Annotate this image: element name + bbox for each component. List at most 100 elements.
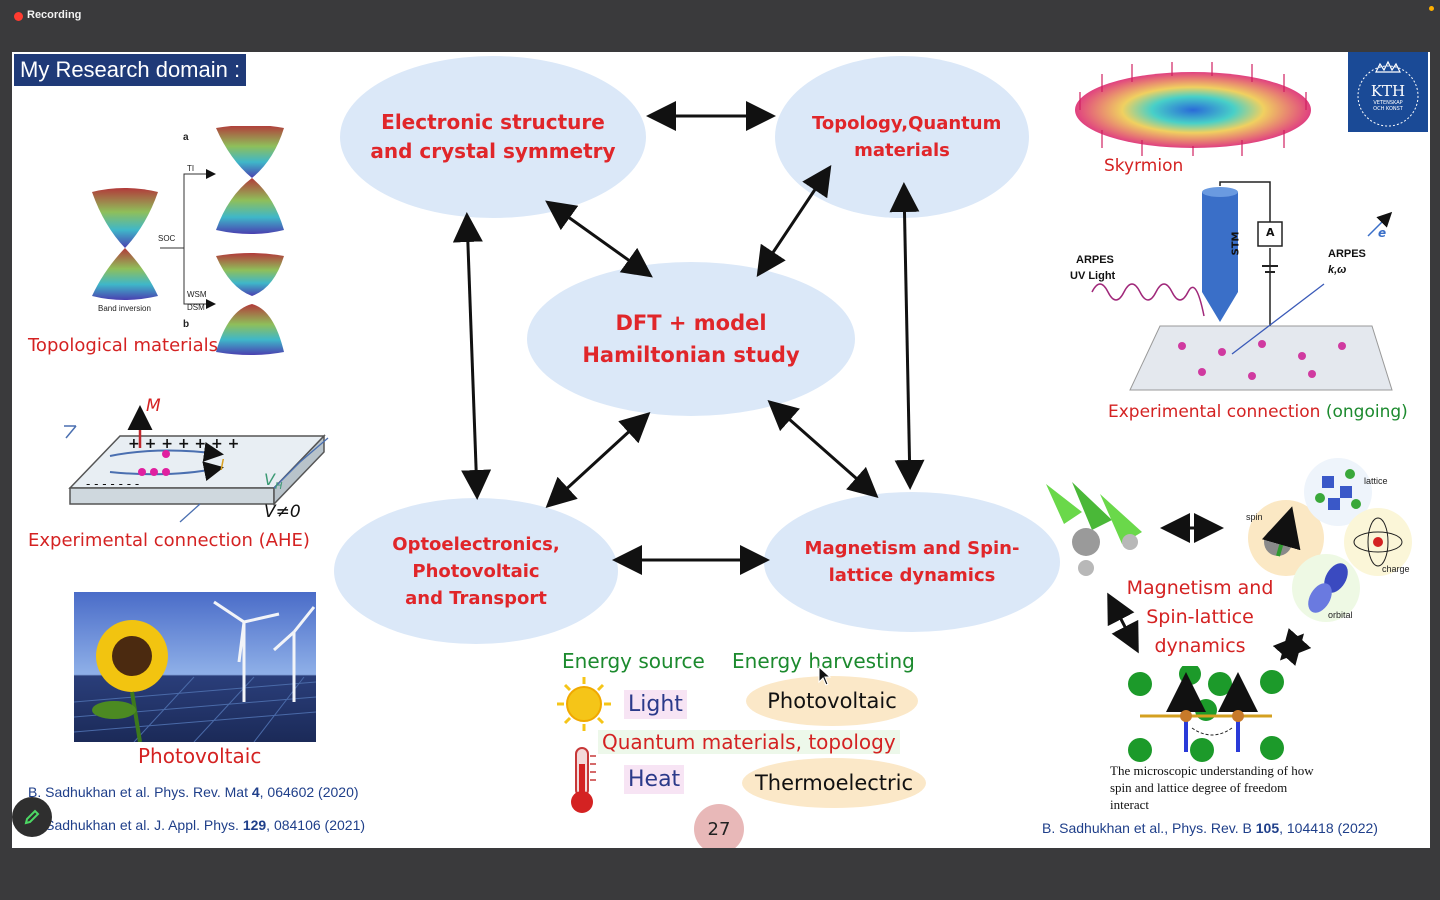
kth-crown-icon (1357, 60, 1419, 127)
sunflower-wind-turbine-icon (74, 600, 316, 742)
spin-lattice-molecule-icon (1046, 482, 1142, 576)
charge-label: charge (1382, 564, 1410, 574)
ellipse-magnetism-label: Magnetism and Spin-lattice dynamics (804, 538, 1020, 586)
ellipse-dft: DFT + model Hamiltonian study (527, 262, 855, 416)
reference-3-prefix: B. Sadhukhan et al., Phys. Rev. B (1042, 820, 1256, 836)
band-label-ti: TI (187, 164, 195, 173)
reference-1-volume: 4 (251, 784, 260, 800)
stm-arpes-figure (1091, 181, 1393, 391)
annotate-pencil-button[interactable] (12, 797, 52, 837)
ellipse-magnetism: Magnetism and Spin-lattice dynamics (764, 492, 1060, 632)
photovoltaic-pill-label: Photovoltaic (767, 689, 897, 713)
band-label-b: b (183, 319, 190, 330)
band-label-soc: SOC (158, 234, 176, 243)
arrow-topology-magnetism (889, 182, 925, 490)
orbital-label: orbital (1328, 610, 1353, 620)
stm-label: STM (1230, 231, 1242, 256)
experimental-caption-ongoing: (ongoing) (1325, 402, 1408, 422)
arrow-electronic-opto (452, 212, 492, 500)
band-label-inversion: Band inversion (98, 304, 151, 313)
bottom-bar (0, 848, 1440, 900)
arrow-topology-dft (756, 165, 832, 277)
ellipse-electronic-label: Electronic structure and crystal symmetr… (370, 110, 616, 163)
magnetism-spin-lattice-caption: Magnetism and Spin-lattice dynamics (1126, 577, 1274, 657)
heat-label: Heat (624, 765, 685, 794)
electron-label: e (1378, 226, 1387, 240)
thermoelectric-pill: Thermoelectric (742, 758, 926, 808)
thermometer-icon (571, 747, 596, 813)
arpes-k-label-1: ARPES (1328, 248, 1366, 260)
photovoltaic-pill: Photovoltaic (746, 676, 918, 726)
reference-2: B. Sadhukhan et al. J. Appl. Phys. 129, … (28, 817, 365, 833)
recording-bar: Recording (0, 0, 1440, 34)
kth-logo-text: KTH (1370, 82, 1406, 100)
spin-charge-orbital-lattice-icon (1248, 458, 1412, 622)
light-label: Light (624, 690, 687, 719)
topological-materials-caption: Topological materials (28, 335, 218, 356)
spin-label: spin (1246, 512, 1263, 522)
page-number: 27 (694, 804, 744, 848)
microscopic-caption: The microscopic understanding of how spi… (1110, 763, 1314, 812)
skyrmion-figure (1075, 62, 1311, 156)
photovoltaic-caption: Photovoltaic (138, 744, 262, 768)
spin-lattice-crystal-icon (1128, 666, 1284, 762)
reference-1-prefix: B. Sadhukhan et al. Phys. Rev. Mat (28, 784, 252, 800)
svg-text:- - - - - - -: - - - - - - - (86, 477, 139, 491)
kth-logo: KTH VETENSKAP OCH KONST (1348, 52, 1428, 132)
arrow-dft-magnetism (767, 400, 879, 498)
arpes-k-label-2: k,ω (1328, 264, 1347, 276)
sun-icon (557, 677, 611, 731)
ahe-label-m: M (146, 396, 161, 416)
skyrmion-caption: Skyrmion (1104, 156, 1184, 176)
reference-3: B. Sadhukhan et al., Phys. Rev. B 105, 1… (1042, 820, 1378, 836)
status-dot-icon (1429, 6, 1434, 11)
arpes-uv-label-1: ARPES (1076, 254, 1114, 266)
ti-cone-icon (216, 126, 284, 178)
ahe-caption: Experimental connection (AHE) (28, 530, 310, 551)
energy-harvesting-heading: Energy harvesting (732, 649, 915, 673)
mouse-cursor-icon (818, 666, 832, 686)
recording-label: Recording (27, 9, 82, 21)
ahe-label-v-neq: V≠0 (264, 502, 301, 522)
ahe-label-vh: VH (264, 470, 282, 492)
ellipse-optoelectronics: Optoelectronics, Photovoltaic and Transp… (334, 498, 618, 644)
energy-source-heading: Energy source (562, 649, 705, 673)
reference-3-volume: 105 (1255, 820, 1280, 836)
band-label-a: a (183, 132, 189, 143)
reference-3-suffix: , 104418 (2022) (1279, 820, 1378, 836)
pencil-icon (24, 809, 40, 825)
presentation-slide: My Research domain : KTH VETENSKAP OCH K… (12, 52, 1430, 848)
ahe-device-figure: + + + + + + + - - - - - - - (64, 405, 329, 523)
ellipse-topology-label: Topology,Quantum materials (812, 113, 1002, 161)
kth-logo-subtitle-2: OCH KONST (1373, 106, 1403, 112)
reference-2-suffix: , 084106 (2021) (266, 817, 366, 833)
electron-emission-arrow-icon (1367, 211, 1393, 237)
arrow-orbital-micro (1272, 628, 1312, 666)
band-label-wsm: WSM (187, 290, 207, 299)
recording-indicator-icon (14, 12, 23, 21)
ahe-label-i: I (220, 456, 225, 474)
connector-arrows (452, 101, 1312, 666)
reference-1-suffix: , 064602 (2020) (259, 784, 359, 800)
ahe-vh-subscript: H (274, 481, 283, 493)
ahe-vh-text: V (264, 470, 275, 489)
page-number-label: 27 (707, 818, 731, 840)
arrow-dft-opto (545, 411, 651, 509)
svg-text:+ + + + + + +: + + + + + + + (128, 436, 239, 452)
photovoltaic-photo (74, 592, 316, 742)
kth-logo-subtitle-1: VETENSKAP (1373, 100, 1403, 106)
ammeter-label: A (1266, 226, 1275, 239)
reference-1: B. Sadhukhan et al. Phys. Rev. Mat 4, 06… (28, 784, 359, 800)
experimental-caption-main: Experimental connection (1108, 402, 1326, 422)
band-structure-figure (92, 126, 284, 355)
reference-2-volume: 129 (242, 817, 267, 833)
thermoelectric-pill-label: Thermoelectric (754, 771, 914, 795)
ellipse-opto-label: Optoelectronics, Photovoltaic and Transp… (392, 533, 560, 609)
arpes-uv-label-2: UV Light (1070, 270, 1116, 282)
ellipse-dft-label: DFT + model Hamiltonian study (582, 311, 800, 367)
band-label-dsm: DSM (187, 303, 205, 312)
slide-title: My Research domain : (14, 54, 247, 86)
arrow-electronic-dft (545, 200, 653, 278)
band-inversion-cone-icon (92, 188, 158, 248)
ellipse-electronic-structure: Electronic structure and crystal symmetr… (340, 56, 646, 218)
